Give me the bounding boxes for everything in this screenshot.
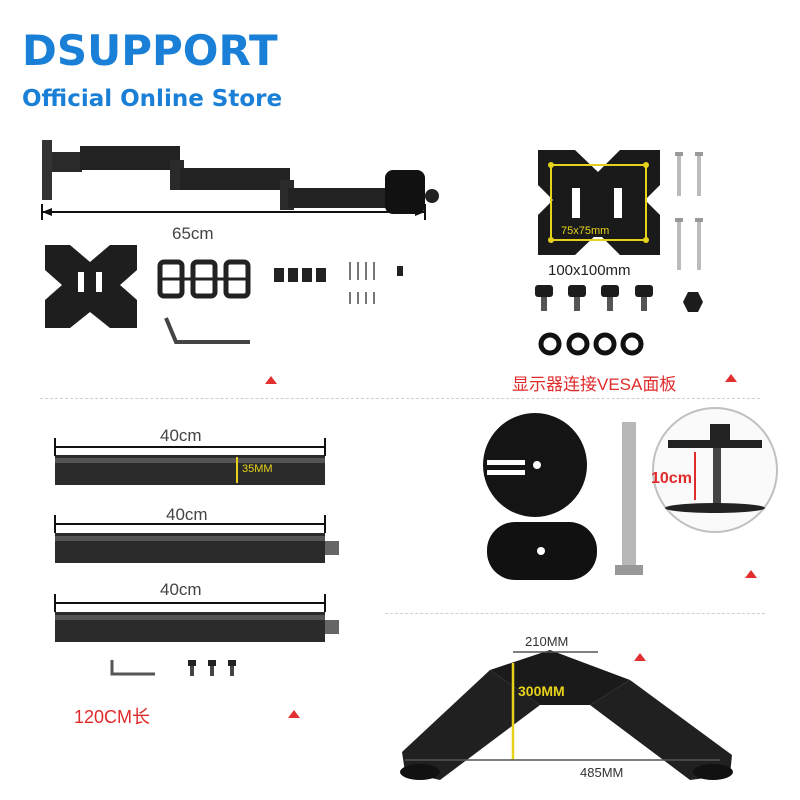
- vesa-caption: 显示器连接VESA面板: [512, 375, 677, 394]
- base-top-width-label: 210MM: [525, 634, 569, 649]
- red-marker-4: [288, 710, 300, 718]
- round-base-plate: [483, 413, 587, 517]
- red-marker-3: [745, 570, 757, 578]
- vesa-plate: [538, 150, 660, 255]
- vesa-screws: [675, 152, 703, 270]
- oval-base-block: [487, 522, 597, 580]
- divider-1: [40, 398, 760, 399]
- red-marker-1: [265, 376, 277, 384]
- vesa-inner-label: 75x75mm: [561, 225, 610, 237]
- base-depth-label: 300MM: [518, 683, 565, 699]
- pole-2: [54, 515, 339, 563]
- pole-1: [54, 438, 326, 485]
- arm-dimension-line: [41, 204, 426, 220]
- cable-clips: [157, 259, 251, 299]
- monitor-arm: [42, 140, 439, 214]
- red-marker-2: [725, 374, 737, 382]
- base-bottom-width-label: 485MM: [580, 765, 624, 780]
- poles-total-label: 120CM长: [74, 707, 151, 727]
- pole-accessories: [110, 660, 236, 676]
- vesa-outer-label: 100x100mm: [548, 262, 631, 279]
- divider-2: [385, 613, 765, 614]
- clamp-detail-circle: [652, 407, 778, 533]
- arm-length-label: 65cm: [172, 224, 214, 243]
- threaded-rod: [615, 422, 643, 575]
- washers: [538, 332, 644, 356]
- pole-2-length-label: 40cm: [166, 505, 208, 524]
- thumb-screws: [535, 285, 703, 312]
- store-subtitle: Official Online Store: [22, 86, 283, 112]
- desk-base: [400, 650, 733, 780]
- red-marker-5: [634, 653, 646, 661]
- brand-logo-text: DSUPPORT: [22, 26, 278, 75]
- pole-3: [54, 594, 339, 642]
- clamp-height-label: 10cm: [651, 470, 692, 487]
- pole-diameter-label: 35MM: [242, 463, 273, 475]
- pole-1-length-label: 40cm: [160, 426, 202, 445]
- small-screws: [349, 262, 403, 304]
- pole-3-length-label: 40cm: [160, 580, 202, 599]
- spacer-nuts: [274, 268, 326, 282]
- small-vesa-plate: [45, 245, 137, 328]
- allen-key: [164, 317, 250, 344]
